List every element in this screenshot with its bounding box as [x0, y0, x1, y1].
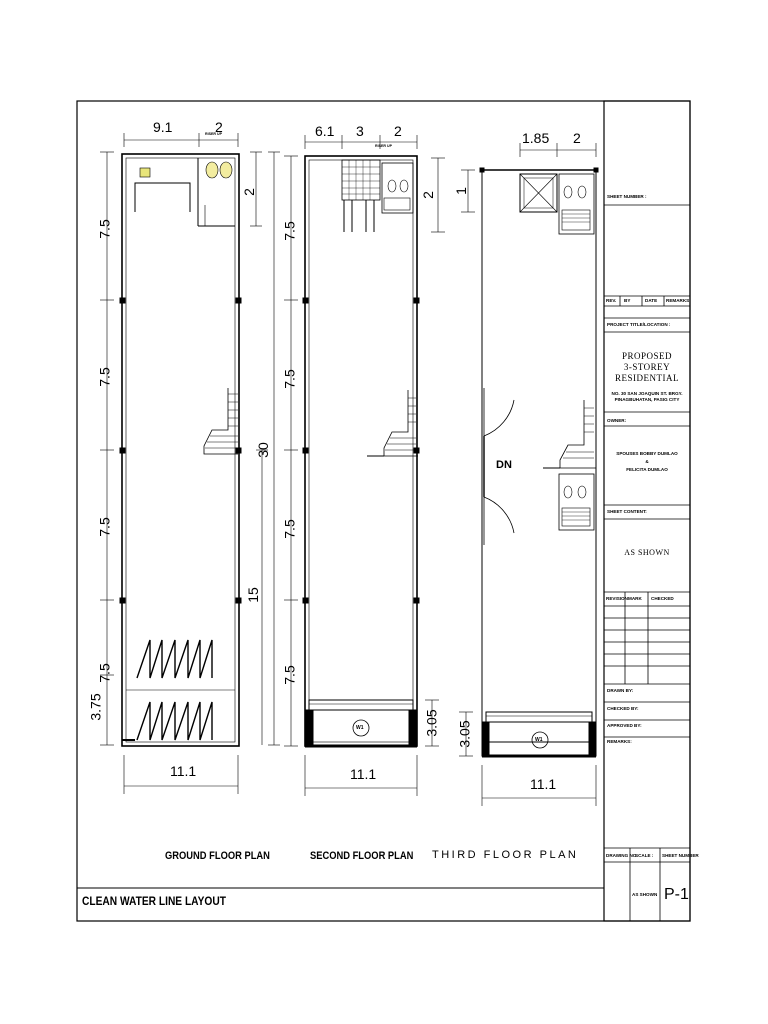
ground-dim-left-1: 7.5 [96, 219, 113, 239]
tb-project-title-3: RESIDENTIAL [615, 373, 679, 383]
second-window-tag: W1 [356, 725, 364, 731]
tb-owner-label: OWNER: [607, 418, 627, 423]
title-block [603, 100, 691, 922]
third-floor-plan-title: THIRD FLOOR PLAN [432, 849, 579, 861]
tb-project-label: PROJECT TITLE/LOCATION : [607, 322, 671, 327]
second-dim-top-3: 2 [394, 123, 402, 139]
third-dim-left-1: 1 [452, 187, 469, 195]
tb-checked-label: CHECKED BY: [607, 706, 639, 711]
tb-bottom-header-1: DRAWING NO. [606, 853, 638, 858]
sheet-border [76, 100, 691, 922]
third-dim-bottom: 11.1 [530, 776, 557, 792]
ground-dim-right-1: 2 [240, 188, 257, 196]
tb-project-title-2: 3-STOREY [623, 362, 671, 372]
tb-sheet-content: AS SHOWN [624, 548, 670, 557]
tb-owner-2: & [645, 459, 649, 464]
second-floor-plan [284, 135, 445, 796]
tb-sheet-content-label: SHEET CONTENT: [607, 509, 647, 514]
ground-dim-top-2: 2 [215, 119, 223, 135]
second-dim-left-4: 7.5 [281, 665, 298, 685]
ground-floor-plan [100, 133, 280, 794]
tb-owner-3: FELICITA DUMLAO [626, 467, 668, 472]
tb-owner-1: SPOUSES BOBBY DUMLAO [616, 451, 678, 456]
sheet-title: CLEAN WATER LINE LAYOUT [82, 894, 226, 908]
tb-bottom-header-3: SHEET NUMBER [662, 853, 699, 858]
second-riser-label: RISER UP [375, 144, 392, 148]
third-dim-top-1: 1.85 [522, 130, 550, 146]
tb-remarks-label: REMARKS: [607, 739, 632, 744]
ground-dim-left-4: 7.5 [96, 663, 113, 683]
tb-revision-header-3: CHECKED [651, 596, 674, 601]
ground-dim-left-3: 7.5 [96, 517, 113, 537]
second-dim-left-1: 7.5 [281, 221, 298, 241]
ground-riser-label: RISER UP [205, 132, 222, 136]
ground-floor-plan-title: GROUND FLOOR PLAN [165, 850, 270, 862]
ground-dim-right-2: 30 [254, 442, 271, 458]
tb-rev-header-1: REV. [606, 298, 617, 303]
tb-rev-header-2: BY [624, 298, 631, 303]
tb-rev-header-3: DATE [645, 298, 658, 303]
second-dim-right-2: 3.05 [423, 709, 440, 737]
tb-sheet-number-label: SHEET NUMBER : [607, 194, 647, 199]
ground-dim-top-1: 9.1 [153, 119, 173, 135]
tb-project-location-1: NO. 30 SAN JOAQUIN ST. BRGY. [611, 391, 683, 396]
third-floor-plan [459, 143, 599, 806]
stair-down-label: DN [496, 459, 512, 471]
tb-rev-header-4: REMARKS [666, 298, 690, 303]
tb-project-title-1: PROPOSED [621, 351, 672, 361]
second-dim-left-2: 7.5 [281, 369, 298, 389]
ground-dim-bottom: 11.1 [170, 763, 197, 779]
second-dim-top-1: 6.1 [315, 123, 335, 139]
third-dim-left-2: 3.05 [456, 720, 473, 748]
tb-scale-value: AS SHOWN [632, 892, 658, 897]
ground-dim-right-3: 15 [244, 587, 261, 603]
second-dim-right-1: 2 [419, 191, 436, 199]
tb-revision-header-2: MARK [628, 596, 642, 601]
tb-revision-header-1: REVISION [606, 596, 628, 601]
second-floor-plan-title: SECOND FLOOR PLAN [310, 850, 414, 862]
third-window-tag: W1 [535, 737, 543, 743]
tb-sheet-no: P-1 [664, 886, 689, 903]
tb-bottom-header-2: SCALE : [635, 853, 654, 858]
ground-dim-left-5: 3.75 [87, 693, 104, 721]
tb-approved-label: APPROVED BY: [607, 723, 642, 728]
second-dim-left-3: 7.5 [281, 519, 298, 539]
third-dim-top-2: 2 [573, 130, 581, 146]
second-dim-bottom: 11.1 [350, 766, 377, 782]
ground-dim-left-2: 7.5 [96, 367, 113, 387]
second-dim-top-2: 3 [356, 123, 364, 139]
tb-project-location-2: PINAGBUHATAN, PASIG CITY [614, 397, 680, 402]
tb-drawn-label: DRAWN BY: [607, 688, 634, 693]
